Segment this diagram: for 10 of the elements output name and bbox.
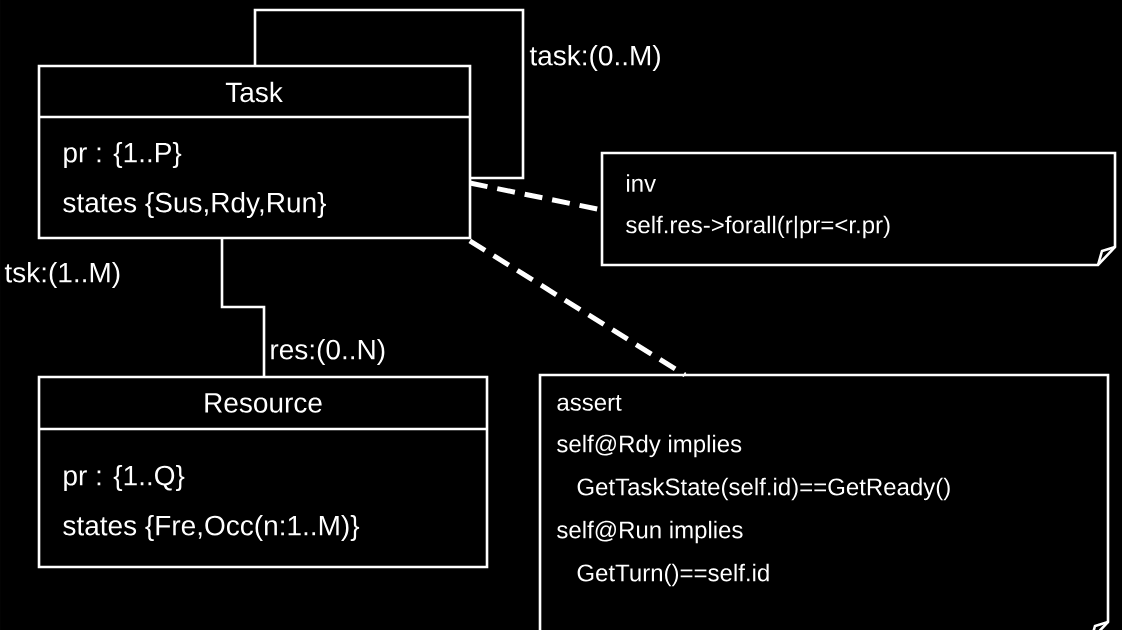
dashed-line: [468, 238, 687, 378]
note-box: assert self@Rdy implies GetTaskState(self.id)==GetReady() self@Run implies GetTurn()==self.id: [538, 373, 1110, 630]
role-label: task:(0..M): [527, 42, 664, 74]
role-label: res:(0..N): [267, 336, 389, 368]
class-box: Resource pr : {1..Q} states {Fre,Occ(n:1..M)}: [37, 375, 489, 569]
role-label: tsk:(1..M): [4, 261, 120, 289]
association-line: [220, 238, 266, 377]
association-line: [253, 8, 525, 180]
class-box: Task pr : {1..P} states {Sus,Rdy,Run}: [37, 64, 472, 240]
note-box: inv self.res->forall(r|pr=<r.pr): [600, 151, 1117, 267]
